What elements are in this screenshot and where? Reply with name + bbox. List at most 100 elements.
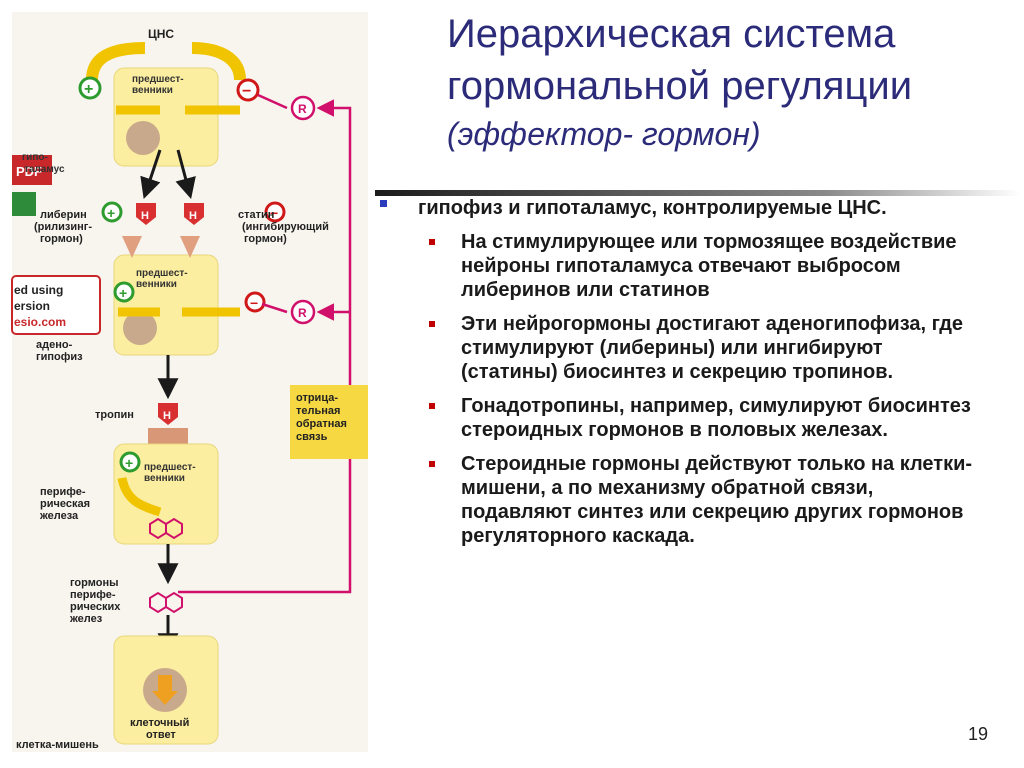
feedback-line [178, 99, 352, 594]
feedback-label-3: обратная [296, 418, 347, 430]
gland-label-1: гипо- [22, 152, 48, 163]
periph-label-3: железа [39, 510, 79, 522]
feedback-link-top [257, 93, 288, 110]
feedback-label-1: отрица- [296, 392, 338, 404]
nucleus2-icon [123, 311, 157, 345]
adeno-minus: − [250, 295, 258, 311]
hormones-label-3: рических [70, 601, 121, 613]
peripheral-gland-box [113, 443, 219, 545]
main-bullet: гипофиз и гипоталамус, контролируемые ЦН… [378, 196, 978, 220]
adeno-label-1: адено- [36, 339, 73, 351]
feedback-label-4: связь [296, 431, 328, 443]
target-cell-label: клетка-мишень [16, 739, 99, 751]
minus-sign: − [242, 83, 251, 100]
sub-bullet-3-text: Гонадотропины, например, симулируют биос… [461, 395, 971, 441]
excel-icon [12, 192, 36, 216]
receptor-icon-mid [290, 299, 316, 325]
steroid-molecule-icon [149, 517, 183, 540]
response-arrow [152, 675, 178, 705]
slide-content: гипофиз и гипоталамус, контролируемые ЦН… [378, 196, 978, 548]
adeno-minus-icon [244, 291, 266, 313]
receptor-top-label: R [298, 102, 307, 116]
hormones-label-4: желез [69, 613, 103, 625]
adeno-label-2: гипофиз [36, 351, 83, 363]
gland-label-2: таламус [24, 164, 65, 175]
sub-bullet-2-text: Эти нейрогормоны достигают аденогипофиза… [461, 313, 964, 383]
sub-bullet-marker [429, 403, 435, 409]
receptor-mid-label: R [298, 306, 307, 320]
periph-label-1: перифе- [40, 486, 86, 498]
gland-plus-icon [119, 451, 141, 473]
plus-icon [78, 76, 102, 100]
statin-label-2: (ингибирующий [242, 221, 329, 233]
receptor-icon-top [290, 95, 316, 121]
response-label-2: ответ [146, 729, 176, 741]
sub-bullet-2: Эти нейрогормоны достигают аденогипофиза… [378, 312, 978, 384]
sub-bullet-1: На стимулирующее или тормозящее воздейст… [378, 230, 978, 302]
bullet-marker [380, 200, 387, 207]
gland-plus: + [125, 455, 133, 471]
statin-minus-icon [264, 201, 286, 223]
statin-arrow [175, 149, 196, 200]
sub-bullet-marker [429, 321, 435, 327]
statin-label-3: гормон) [244, 233, 287, 245]
watermark-box [11, 275, 101, 335]
statin-minus: − [270, 205, 278, 221]
precursors2-label-2: венники [136, 279, 177, 290]
sub-bullet-marker [429, 461, 435, 467]
tropin-receptor-icon [148, 428, 188, 444]
gland-stimulus-arrow [117, 476, 162, 517]
watermark-1: ed using [14, 283, 63, 297]
precursors2-label-1: предшест- [136, 268, 188, 279]
title-subtitle: (эффектор- гормон) [447, 116, 761, 152]
minus-icon [236, 78, 260, 102]
periph-label-2: рическая [40, 498, 90, 510]
feedback-label-2: тельная [296, 405, 340, 417]
precursors-label-1: предшест- [132, 74, 184, 85]
sub-bullet-1-text: На стимулирующее или тормозящее воздейст… [461, 231, 957, 301]
statin-label-1: статин [238, 209, 274, 221]
hormones-label-1: гормоны [70, 577, 118, 589]
feedback-label-box [290, 385, 368, 459]
peripheral-hormone-icon [149, 591, 183, 614]
watermark-3: esio.com [14, 315, 66, 329]
sub-bullet-marker [429, 239, 435, 245]
liberin-plus-icon [101, 201, 123, 223]
watermark-2: ersion [14, 299, 50, 313]
liberin-arrow [140, 149, 162, 199]
hormones-label-2: перифе- [70, 589, 116, 601]
page-number: 19 [968, 724, 989, 744]
sub-bullet-4: Стероидные гормоны действуют только на к… [378, 452, 978, 548]
cns-label: ЦНС [148, 27, 174, 41]
tropin-h: H [163, 410, 171, 422]
liberin-hormone-icon [136, 203, 156, 225]
title-divider [375, 190, 1020, 196]
pdf-icon [12, 155, 52, 185]
liberin-receptor-icon [122, 236, 142, 258]
sub-bullet-3: Гонадотропины, например, симулируют биос… [378, 394, 978, 442]
cns-right-arrow [191, 42, 246, 81]
main-bullet-text: гипофиз и гипоталамус, контролируемые ЦН… [418, 197, 887, 219]
adeno-plus: + [119, 285, 127, 301]
adeno-plus-icon [113, 281, 135, 303]
statin-h: H [189, 210, 197, 222]
plus-sign: + [84, 81, 93, 98]
pdf-label: PDF [16, 164, 42, 179]
feedback-link-mid [261, 302, 288, 314]
slide-title: Иерархическая система гормональной регул… [447, 8, 1007, 156]
precursors-label-2: венники [132, 85, 173, 96]
liberin-label-3: гормон) [40, 233, 83, 245]
response-label-1: клеточный [130, 717, 189, 729]
statin-hormone-icon [184, 203, 204, 225]
hormone-cascade-diagram: ЦНС предшест- венники + − PDF гипо- тала… [11, 12, 368, 752]
nucleus-icon [126, 121, 160, 155]
precursors3-label-1: предшест- [144, 462, 196, 473]
liberin-h: H [141, 210, 149, 222]
precursors3-label-2: венники [144, 473, 185, 484]
sub-bullet-4-text: Стероидные гормоны действуют только на к… [461, 453, 973, 547]
statin-receptor-icon [180, 236, 200, 258]
tropin-label: тропин [95, 409, 134, 421]
title-line-2: гормональной регуляции [447, 64, 913, 108]
title-line-1: Иерархическая система [447, 12, 896, 56]
liberin-label-2: (рилизинг- [34, 221, 92, 233]
